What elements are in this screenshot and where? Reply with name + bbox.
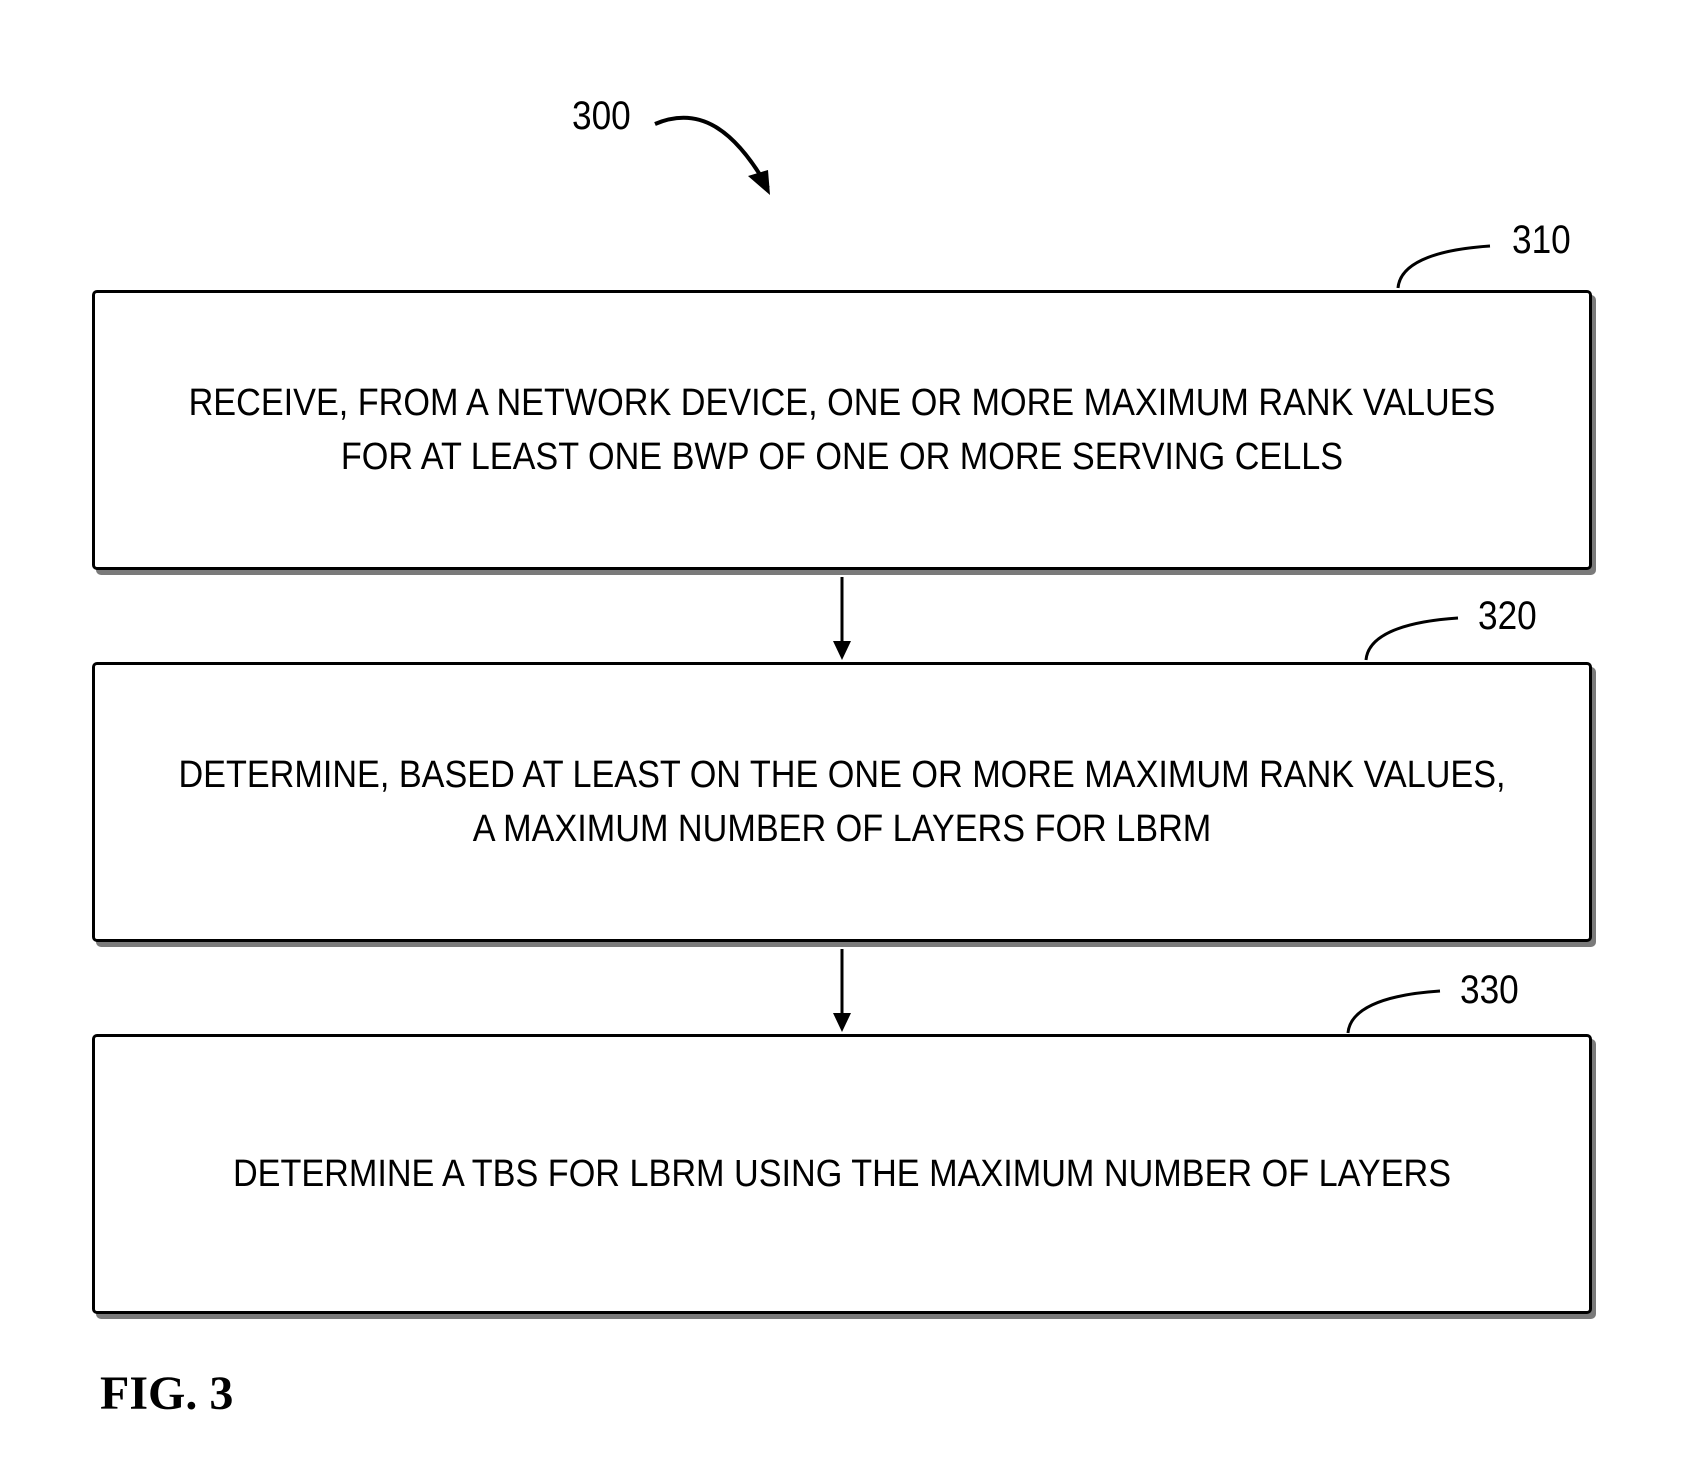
step-330-text: DETERMINE A TBS FOR LBRM USING THE MAXIM… bbox=[232, 1153, 1452, 1195]
step-310-reference-number: 310 bbox=[1512, 218, 1571, 262]
step-330-leader-line bbox=[1346, 989, 1441, 1034]
figure-caption: FIG. 3 bbox=[100, 1367, 234, 1420]
step-320-text: DETERMINE, BASED AT LEAST ON THE ONE OR … bbox=[178, 754, 1506, 850]
step-320-leader-line bbox=[1364, 616, 1459, 661]
arrowhead-310-to-320 bbox=[833, 641, 851, 660]
step-320-reference-number: 320 bbox=[1478, 594, 1537, 638]
step-310-text: RECEIVE, FROM A NETWORK DEVICE, ONE OR M… bbox=[188, 382, 1496, 478]
arrowhead-320-to-330 bbox=[833, 1013, 851, 1032]
figure-reference-number: 300 bbox=[572, 94, 631, 138]
figure-reference-arrowhead bbox=[748, 170, 770, 195]
step-320-box: DETERMINE, BASED AT LEAST ON THE ONE OR … bbox=[92, 662, 1592, 942]
step-310-box: RECEIVE, FROM A NETWORK DEVICE, ONE OR M… bbox=[92, 290, 1592, 570]
figure-reference-arrow bbox=[654, 115, 770, 189]
step-330-box: DETERMINE A TBS FOR LBRM USING THE MAXIM… bbox=[92, 1034, 1592, 1314]
step-330-reference-number: 330 bbox=[1460, 968, 1519, 1012]
step-310-leader-line bbox=[1396, 244, 1491, 289]
